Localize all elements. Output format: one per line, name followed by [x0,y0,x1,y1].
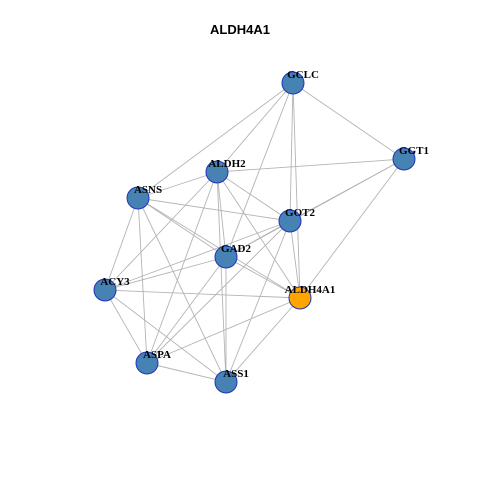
node-label: GOT2 [285,207,315,219]
node-label: ASPA [143,349,171,361]
edge-gclc-got2 [289,82,294,222]
node-circle[interactable] [392,147,416,171]
edge-gad2-acy3 [104,256,227,291]
edge-gclc-aldh2 [216,82,294,173]
node-label: ASNS [134,184,162,196]
edge-ggt1-aldh4a1 [299,158,405,299]
node-aldh2[interactable]: ALDH2 [205,158,246,184]
graph-title: ALDH4A1 [210,22,270,37]
edge-aldh4a1-ass1 [225,297,301,383]
node-circle[interactable] [214,245,238,269]
edge-aldh2-aldh4a1 [216,171,301,299]
edge-gclc-asns [137,82,294,199]
node-label: ALDH4A1 [285,284,336,296]
edge-asns-got2 [137,197,291,222]
edge-gclc-ggt1 [292,82,405,160]
node-circle[interactable] [93,278,117,302]
edge-got2-aspa [146,220,291,364]
edge-aldh4a1-aspa [146,297,301,364]
edge-aspa-ass1 [146,362,227,383]
node-circle[interactable] [278,209,302,233]
node-label: ASS1 [223,368,249,380]
edge-gad2-aspa [146,256,227,364]
edge-gclc-gad2 [225,82,294,258]
edge-asns-gad2 [137,197,227,258]
node-circle[interactable] [281,71,305,95]
edge-asns-acy3 [104,197,139,291]
edge-acy3-aldh4a1 [104,289,301,299]
node-circle[interactable] [205,160,229,184]
node-ggt1[interactable]: GGT1 [392,145,429,171]
node-ass1[interactable]: ASS1 [214,368,249,394]
edge-aldh2-got2 [216,171,291,222]
edge-aldh2-acy3 [104,171,218,291]
edge-gclc-aldh4a1 [292,82,301,299]
edge-got2-ass1 [225,220,291,383]
node-circle[interactable] [126,186,150,210]
edge-gad2-aldh4a1 [225,256,301,299]
node-got2[interactable]: GOT2 [278,207,315,233]
edge-aldh2-ass1 [216,171,227,383]
node-label: ALDH2 [208,158,246,170]
edge-got2-gad2 [225,220,291,258]
edge-asns-ass1 [137,197,227,383]
edge-aldh2-asns [137,171,218,199]
edge-ggt1-aldh2 [216,158,405,173]
node-acy3[interactable]: ACY3 [93,276,130,302]
node-gad2[interactable]: GAD2 [214,243,251,269]
node-label: GCLC [287,69,319,81]
edge-got2-acy3 [104,220,291,291]
edge-acy3-ass1 [104,289,227,383]
node-label: GAD2 [221,243,251,255]
edge-asns-aspa [137,197,148,364]
edge-got2-aldh4a1 [289,220,301,299]
node-circle[interactable] [214,370,238,394]
node-label: ACY3 [100,276,130,288]
node-circle[interactable] [135,351,159,375]
edges-layer [104,82,405,383]
node-aldh4a1[interactable]: ALDH4A1 [285,284,336,310]
edge-acy3-aspa [104,289,148,364]
node-label: GGT1 [399,145,429,157]
edge-aldh2-gad2 [216,171,227,258]
node-aspa[interactable]: ASPA [135,349,171,375]
node-asns[interactable]: ASNS [126,184,162,210]
node-circle[interactable] [288,286,312,310]
node-gclc[interactable]: GCLC [281,69,319,95]
